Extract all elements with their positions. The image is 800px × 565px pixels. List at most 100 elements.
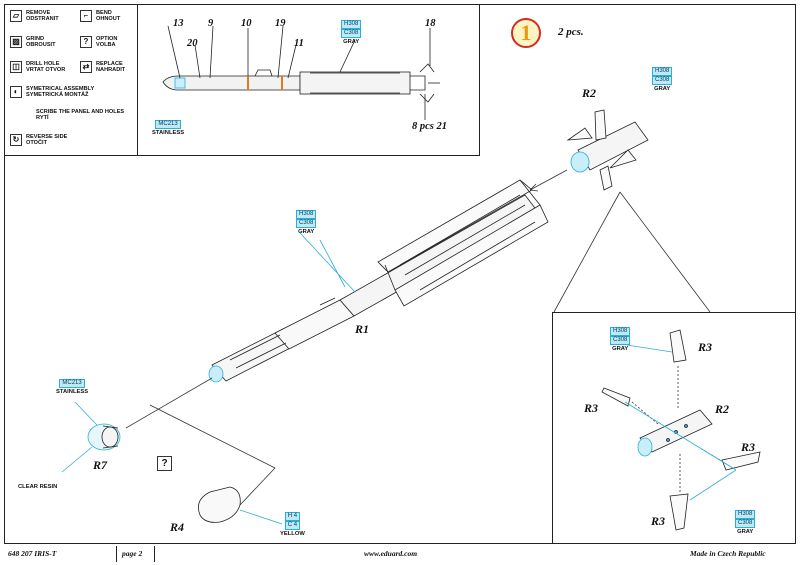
zoom-label-r2: R2 [715, 402, 730, 416]
legend-text: SYMETRICAL ASSEMBLY [26, 86, 95, 92]
website: www.eduard.com [364, 549, 418, 558]
inset-metal-callout: MC213 STAINLESS [152, 120, 184, 137]
zoom-label-r3-top: R3 [698, 340, 713, 354]
legend-text: BEND [96, 10, 112, 16]
part-number-18: 18 [425, 18, 436, 29]
part-number-13: 13 [173, 18, 184, 29]
part-number-19: 19 [275, 18, 286, 29]
legend-text: VRTAT OTVOR [26, 67, 66, 74]
origin-note: Made in Czech Republic [690, 549, 766, 558]
part-label-r1: R1 [355, 322, 370, 336]
legend-text: ODSTRANIT [26, 16, 59, 23]
step-number-badge: 1 [511, 18, 541, 48]
zoom-top-color-callout: H308 C308 GRAY [610, 327, 631, 353]
part-label-r4: R4 [170, 520, 185, 534]
legend-text: SCRIBE THE PANEL AND HOLES [36, 109, 125, 115]
color-code: H 4 [284, 512, 301, 521]
page-number: page 2 [122, 549, 143, 558]
r4-color-callout: H 4 C 4 YELLOW [280, 512, 305, 538]
r2-color-callout: H308 C308 GRAY [652, 67, 673, 93]
zoom-fin-right [721, 451, 761, 471]
drill-icon: ◫ [10, 61, 22, 73]
legend-text: DRILL HOLE [26, 61, 60, 67]
quantity-label: 2 pcs. [558, 26, 584, 38]
metal-name: STAINLESS [56, 389, 89, 395]
legend-text: SYMETRICKÁ MONTÁŽ [26, 92, 89, 99]
zoom-body [637, 409, 713, 457]
zoom-label-r3-bottom: R3 [651, 514, 666, 528]
color-code: H308 [610, 327, 631, 336]
fin-detail-box [552, 312, 796, 544]
color-code: C308 [610, 336, 631, 345]
legend-text: OPTION [96, 36, 118, 42]
legend-text: REMOVE [26, 10, 51, 16]
color-code: C308 [296, 219, 317, 228]
color-name: GRAY [654, 86, 671, 92]
legend-text: OHNOUT [96, 16, 121, 23]
metal-code: MC213 [59, 379, 85, 388]
footer-divider [116, 546, 117, 562]
zoom-label-r3-right: R3 [741, 440, 756, 454]
replace-icon: ⇄ [80, 61, 92, 73]
legend-text: REVERSE SIDE [26, 134, 68, 140]
metal-name: STAINLESS [152, 130, 185, 136]
color-code: C308 [735, 519, 756, 528]
color-name: GRAY [612, 346, 629, 352]
grind-icon: ▨ [10, 36, 22, 48]
legend-text: REPLACE [96, 61, 123, 67]
part-count-label: 8 pcs 21 [412, 121, 447, 132]
legend-text: OTOČIT [26, 140, 48, 147]
inset-missile [162, 25, 440, 120]
color-code: C308 [652, 76, 673, 85]
color-code: C 4 [284, 521, 301, 530]
tail-assembly [566, 109, 649, 191]
nose-dome-r4 [197, 486, 241, 523]
question-icon: ? [80, 36, 92, 48]
symmetry-icon: ◐ [10, 86, 22, 98]
clear-resin-note: CLEAR RESIN [18, 483, 57, 491]
page-frame [4, 4, 796, 544]
color-code: H308 [735, 510, 756, 519]
color-name: GRAY [343, 39, 360, 45]
r1-color-callout: H308 C308 GRAY [296, 210, 317, 236]
legend-text: GRIND [26, 36, 45, 42]
part-number-10: 10 [241, 18, 252, 29]
color-name: GRAY [737, 529, 754, 535]
zoom-bottom-color-callout: H308 C308 GRAY [735, 510, 756, 536]
zoom-label-r3-left: R3 [584, 401, 599, 415]
part-number-11: 11 [294, 38, 304, 49]
r7-metal-callout: MC213 STAINLESS [56, 379, 88, 396]
main-missile-body [208, 179, 549, 383]
legend-text: OBROUSIT [26, 42, 56, 49]
part-label-r7: R7 [93, 458, 108, 472]
color-code: H308 [652, 67, 673, 76]
part-number-9: 9 [208, 18, 214, 29]
zoom-fin-bottom [669, 493, 689, 531]
legend-text: VOLBA [96, 42, 116, 49]
option-icon: ? [157, 456, 172, 471]
product-code: 648 207 IRIS-T [8, 549, 57, 558]
part-label-r2: R2 [582, 86, 597, 100]
legend-text: RYTÍ [36, 115, 49, 122]
zoom-fin-left [601, 387, 631, 407]
bend-icon: ⌐ [80, 10, 92, 22]
page-footer: 648 207 IRIS-T page 2 www.eduard.com Mad… [4, 546, 796, 562]
legend-text: NAHRADIT [96, 67, 126, 74]
metal-code: MC213 [155, 120, 181, 129]
nose-seeker [87, 423, 121, 451]
color-code: H308 [341, 20, 362, 29]
missile-overview-inset [138, 4, 480, 156]
eraser-icon: ▱ [10, 10, 22, 22]
footer-divider [154, 546, 155, 562]
inset-color-callout: H308 C308 GRAY [341, 20, 362, 46]
color-name: GRAY [298, 229, 315, 235]
